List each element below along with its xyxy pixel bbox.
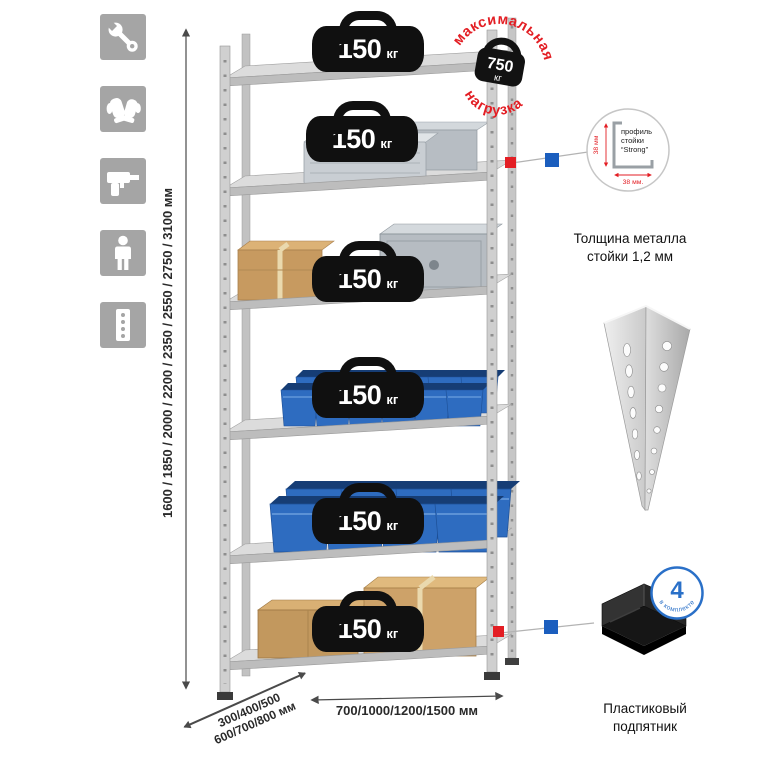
- person-icon: [115, 235, 131, 270]
- height-dimension-label: 1600 / 1850 / 2000 / 2200 / 2350 / 2550 …: [160, 187, 175, 519]
- profile-callout-circle: 38 мм 38 мм. профиль стойки “Strong”: [586, 108, 670, 192]
- load-unit: кг: [386, 46, 399, 61]
- wrench-icon: [106, 20, 138, 52]
- feature-icon-gloves: [100, 86, 146, 132]
- foot-marker-blue: [544, 620, 558, 634]
- profile-marker-blue: [545, 153, 559, 167]
- load-value: 150: [331, 123, 376, 154]
- feature-icon-person: [100, 230, 146, 276]
- shelf-3: [224, 223, 513, 311]
- profile-label-2: стойки: [621, 136, 644, 145]
- rack-foot-back-right: [505, 658, 519, 665]
- profile-label-1: профиль: [621, 127, 652, 136]
- load-value: 150: [337, 505, 382, 536]
- profile-dim-horizontal-label: 38 мм.: [623, 179, 644, 186]
- shelf-load-badge-6: 150 кг: [312, 606, 424, 652]
- rack-post-icon: [116, 309, 130, 341]
- foot-caption: Пластиковый подпятник: [603, 701, 687, 734]
- rack-post-front-left: [219, 45, 231, 693]
- angle-post-right-flange: [644, 305, 691, 511]
- stamp-value: 750: [485, 55, 514, 76]
- load-value: 150: [337, 33, 382, 64]
- load-unit: кг: [386, 392, 399, 407]
- angle-post-slots: [623, 343, 642, 481]
- profile-cross-section: [612, 121, 654, 169]
- load-unit: кг: [386, 518, 399, 533]
- profile-caption: Толщина металла стойки 1,2 мм: [573, 231, 687, 264]
- stamp-weight-body: [474, 47, 525, 87]
- feature-icon-rack-post: [100, 302, 146, 348]
- profile-label-3: “Strong”: [621, 145, 649, 154]
- stamp-unit: кг: [493, 72, 503, 84]
- rack-foot-front-left: [217, 692, 233, 700]
- load-unit: кг: [386, 626, 399, 641]
- feature-icon-tools: [100, 14, 146, 60]
- load-unit: кг: [380, 136, 393, 151]
- max-load-stamp: максимальная нагрузка 750 кг: [426, 0, 574, 140]
- cardboard-box-small: [237, 240, 335, 301]
- angle-post-top-edge: [603, 304, 691, 330]
- shelf-load-badge-2: 150 кг: [306, 116, 418, 162]
- width-dimension-label: 700/1000/1200/1500 мм: [335, 703, 479, 718]
- load-value: 150: [337, 379, 382, 410]
- drill-icon: [107, 172, 139, 196]
- stamp-arc-bottom: нагрузка: [458, 85, 528, 124]
- rack-foot-front-right: [484, 672, 500, 680]
- feature-icon-drill: [100, 158, 146, 204]
- rack-post-back-left: [241, 33, 251, 677]
- shelf-load-badge-4: 150 кг: [312, 372, 424, 418]
- shelf-load-badge-1: 150 кг: [312, 26, 424, 72]
- foot-count-badge: в комплекте 4: [650, 566, 704, 620]
- angle-post-image: [603, 304, 691, 512]
- foot-badge-count: 4: [670, 577, 684, 604]
- load-unit: кг: [386, 276, 399, 291]
- angle-post-holes: [646, 341, 672, 494]
- load-value: 150: [337, 613, 382, 644]
- shelf-load-badge-3: 150 кг: [312, 256, 424, 302]
- profile-dim-vertical-label: 38 мм: [593, 135, 600, 154]
- shelf-load-badge-5: 150 кг: [312, 498, 424, 544]
- gloves-icon: [106, 98, 141, 124]
- load-value: 150: [337, 263, 382, 294]
